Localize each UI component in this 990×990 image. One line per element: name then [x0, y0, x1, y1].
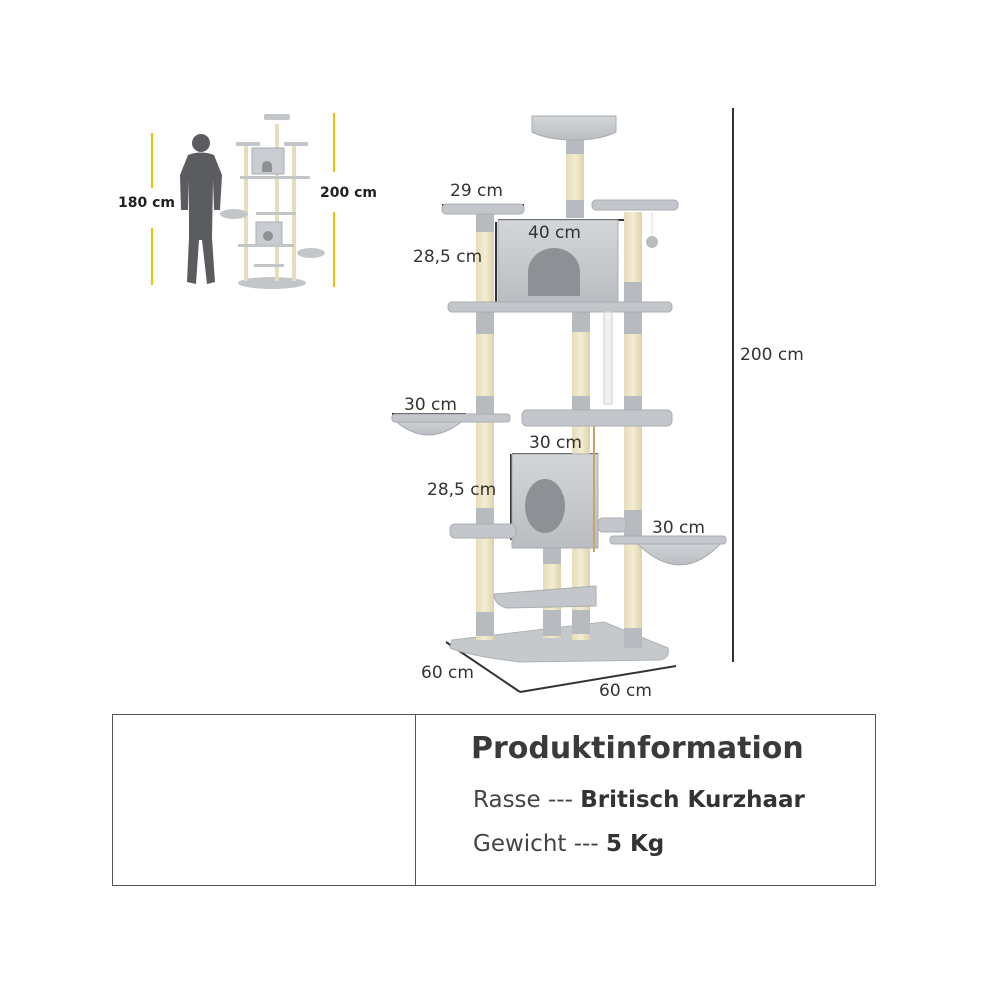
breed-value: Britisch Kurzhaar [580, 787, 805, 813]
cat-photo [113, 715, 416, 885]
mini-cat-tree [220, 114, 325, 289]
main-cat-tree [390, 115, 727, 663]
lower-house-height-label: 28,5 cm [427, 480, 497, 500]
right-hammock-width-label: 30 cm [652, 518, 705, 538]
breed-row: Rasse --- Britisch Kurzhaar [473, 787, 805, 813]
person-height-label: 180 cm [118, 195, 175, 211]
base-width-label: 60 cm [599, 681, 652, 701]
size-comparison [151, 113, 335, 289]
lower-house-width-label: 30 cm [529, 433, 582, 453]
weight-label: Gewicht --- [473, 831, 606, 857]
top-perch-width-label: 29 cm [450, 181, 503, 201]
total-height-label: 200 cm [740, 345, 804, 365]
house-width-label: 40 cm [528, 223, 581, 243]
product-info-box: Produktinformation Rasse --- Britisch Ku… [112, 714, 876, 886]
left-hammock-width-label: 30 cm [404, 395, 457, 415]
weight-row: Gewicht --- 5 Kg [473, 831, 664, 857]
upper-house-height-label: 28,5 cm [413, 247, 483, 267]
weight-value: 5 Kg [605, 831, 665, 857]
breed-label: Rasse --- [473, 787, 581, 813]
info-title: Produktinformation [471, 731, 804, 766]
tree-height-small-label: 200 cm [320, 185, 377, 201]
base-depth-label: 60 cm [421, 663, 474, 683]
person-silhouette [180, 134, 222, 284]
